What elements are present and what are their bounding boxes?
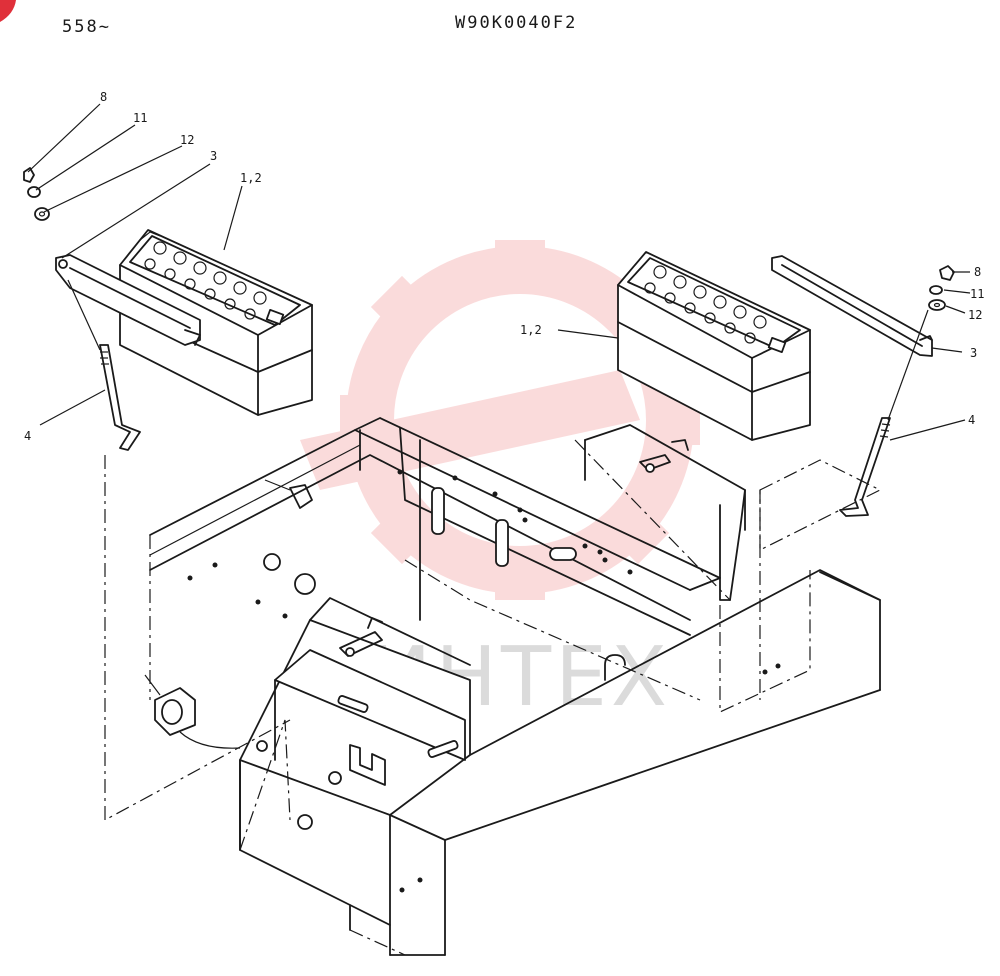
right-nut bbox=[939, 265, 955, 281]
callout-right-lock-washer: 11 bbox=[970, 287, 984, 301]
right-rod bbox=[839, 309, 929, 517]
callout-left-battery: 1,2 bbox=[240, 171, 262, 185]
corner-marker bbox=[0, 0, 16, 22]
leader-lines bbox=[27, 103, 971, 441]
grommet bbox=[144, 674, 241, 749]
right-washer bbox=[928, 299, 946, 311]
battery-box bbox=[144, 569, 881, 956]
callout-right-rod: 4 bbox=[968, 413, 975, 427]
left-washer bbox=[34, 207, 50, 221]
left-battery bbox=[119, 229, 313, 416]
left-nut bbox=[23, 167, 35, 183]
drawing-code: W90K0040F2 bbox=[455, 13, 577, 33]
callout-right-battery: 1,2 bbox=[520, 323, 542, 337]
callout-right-washer: 12 bbox=[968, 308, 982, 322]
left-rod bbox=[67, 279, 141, 451]
right-bracket bbox=[771, 255, 933, 357]
callout-left-bracket: 3 bbox=[210, 149, 217, 163]
callout-right-nut: 8 bbox=[974, 265, 981, 279]
chassis-frame bbox=[149, 417, 721, 636]
right-lock-washer bbox=[929, 285, 943, 295]
callout-left-rod: 4 bbox=[24, 429, 31, 443]
installation-lines bbox=[104, 439, 882, 956]
callout-left-nut: 8 bbox=[100, 90, 107, 104]
left-bracket bbox=[55, 254, 201, 346]
callout-left-lock-washer: 11 bbox=[133, 111, 147, 125]
right-battery bbox=[617, 251, 811, 441]
callout-right-bracket: 3 bbox=[970, 346, 977, 360]
right-battery-tray bbox=[584, 424, 746, 601]
callout-left-washer: 12 bbox=[180, 133, 194, 147]
page-reference: 558~ bbox=[62, 17, 111, 37]
